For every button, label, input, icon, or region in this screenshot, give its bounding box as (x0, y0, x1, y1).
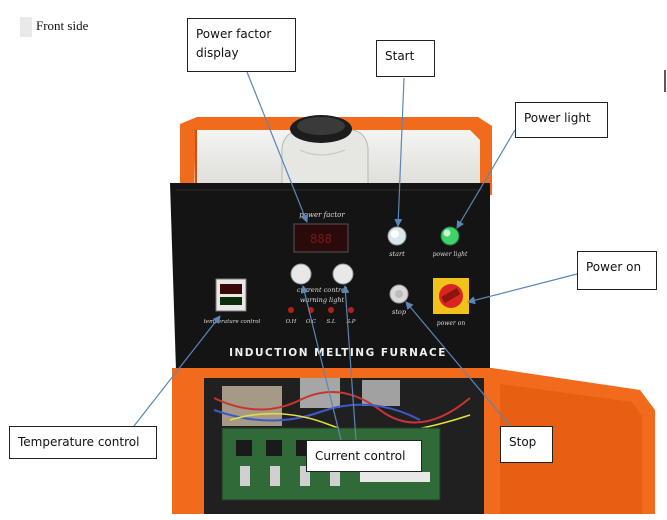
callout-arrows (133, 71, 578, 441)
panel-power-light-label: power light (433, 251, 468, 258)
power-factor-digits-icon: 888 (310, 232, 332, 246)
figure-heading: Front side (36, 18, 89, 33)
current-control-knob-right (332, 263, 354, 285)
temperature-display-icon (220, 297, 242, 305)
power-light-glow-icon (443, 229, 451, 237)
panel-power-on-label: power on (437, 320, 466, 327)
furnace-nameplate: INDUCTION MELTING FURNACE (229, 347, 447, 359)
crucible-container (281, 115, 369, 189)
warning-lamp-icon (328, 307, 334, 313)
panel-stop-label: stop (392, 308, 407, 316)
temperature-controller (215, 278, 247, 312)
panel-power-factor-label: power factor (299, 211, 345, 219)
arrow-power-factor-display (246, 71, 309, 223)
callout-power-light: Power light (515, 102, 608, 138)
arrow-power-light (456, 129, 516, 229)
arrow-start (394, 77, 405, 227)
panel-current-control-label: current control (297, 286, 347, 294)
panel-start-label: start (389, 250, 405, 258)
callout-current-control: Current control (306, 440, 422, 472)
panel-warning-light-label: warning light (300, 296, 345, 304)
arrow-temperature-control (133, 315, 221, 427)
heading-marker (20, 17, 32, 37)
warning-code: S.L (327, 319, 336, 325)
temperature-display-icon (220, 284, 242, 294)
callout-start: Start (376, 40, 435, 77)
arrow-current-control-right (341, 285, 357, 441)
control-panel: power factor 888 current control warning… (170, 183, 490, 370)
stop-button-center-icon (395, 290, 403, 298)
callout-stop: Stop (500, 426, 553, 463)
arrow-current-control-left (300, 285, 342, 441)
panel-temperature-control-label: temperature control (204, 319, 261, 325)
arrow-power-on (467, 273, 578, 305)
callout-power-on: Power on (577, 251, 657, 290)
warning-lamp-icon (348, 307, 354, 313)
power-on-handle-icon (441, 288, 461, 304)
current-control-knob-left (290, 263, 312, 285)
arrow-stop (405, 301, 513, 429)
warning-lamp-icon (288, 307, 294, 313)
callout-temperature-control: Temperature control (9, 426, 157, 459)
power-factor-display (293, 223, 349, 253)
power-light-lamp (440, 226, 460, 246)
warning-code: O.H (286, 319, 297, 325)
callout-power-factor-display: Power factor display (187, 18, 296, 72)
warning-code: S.P (346, 319, 355, 325)
start-button-highlight-icon (391, 230, 399, 238)
